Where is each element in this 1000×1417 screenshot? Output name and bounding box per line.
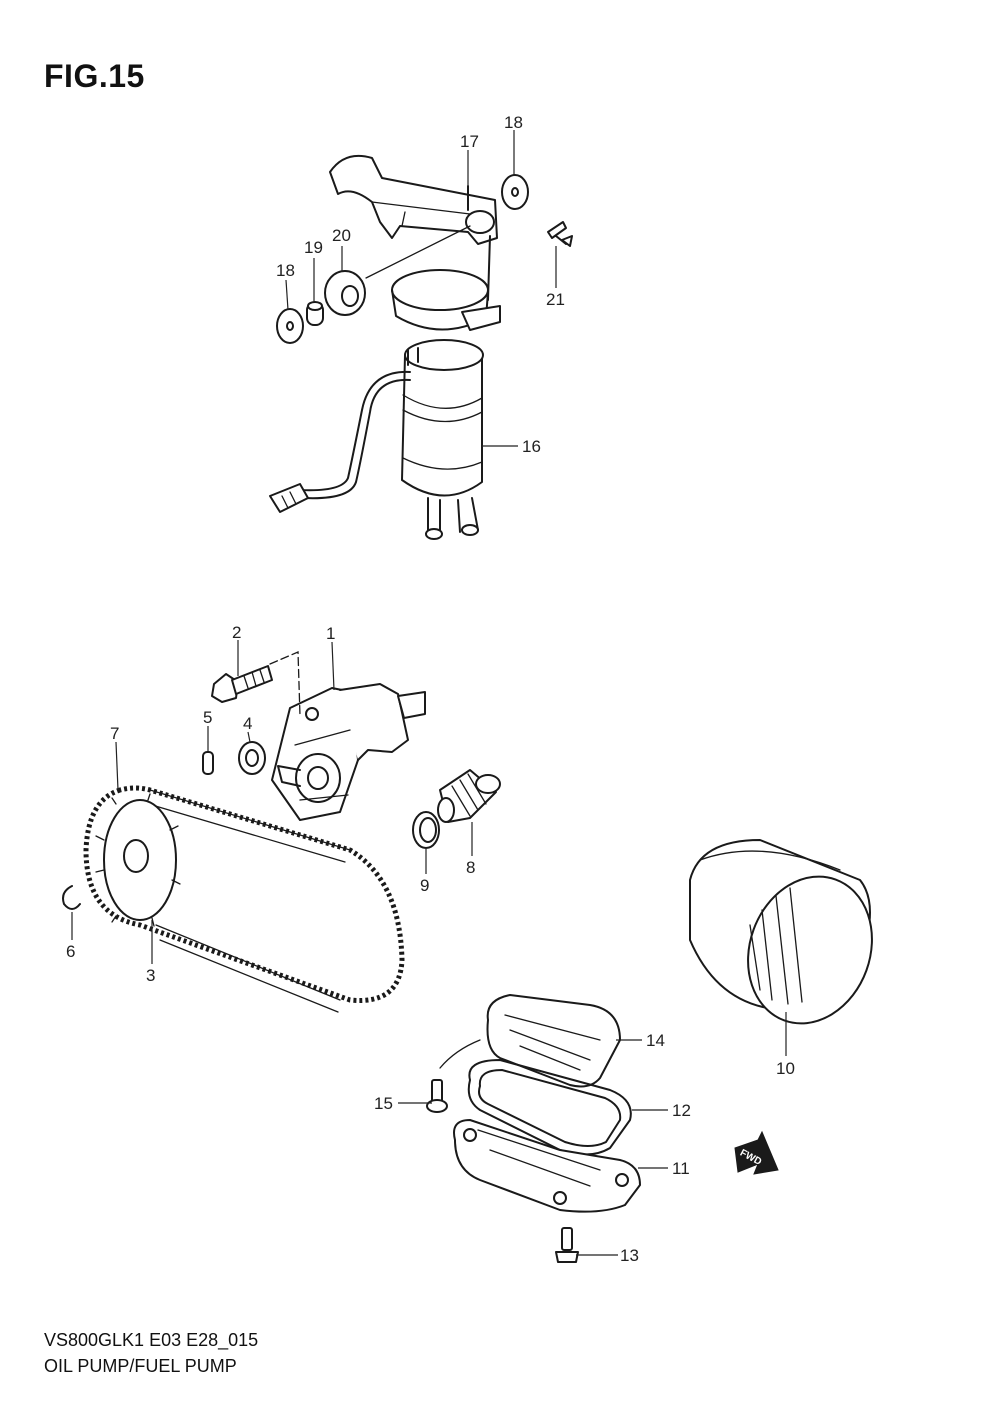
callout-6: 6: [66, 942, 75, 961]
callout-11: 11: [672, 1159, 690, 1178]
callout-19: 19: [304, 238, 323, 257]
bolt-part-21: [547, 221, 573, 247]
callout-18-left: 18: [276, 261, 295, 280]
grommet-part-20: [324, 270, 366, 316]
bolt-part-15: [426, 1079, 448, 1113]
callout-7: 7: [110, 724, 119, 743]
oil-pump-part-1: [271, 683, 426, 821]
callout-20: 20: [332, 226, 351, 245]
callout-leaders: [71, 130, 787, 1256]
circlip-part-6: [62, 885, 81, 910]
assembly-line-bracket: [365, 225, 471, 279]
gasket-part-12: [467, 1059, 632, 1156]
fwd-arrow-icon: FWD: [734, 1130, 779, 1175]
fuel-pump-part-16: [401, 339, 484, 540]
callout-18-top: 18: [504, 113, 523, 132]
callout-13: 13: [620, 1246, 639, 1265]
washer-part-18: [501, 174, 529, 210]
callout-8: 8: [466, 858, 475, 877]
callout-2: 2: [232, 623, 241, 642]
callout-5: 5: [203, 708, 212, 727]
oil-pan-part-11: [453, 1119, 641, 1213]
oil-pump-drive-chain-part-7: [83, 785, 405, 1013]
washer-part-4: [238, 741, 266, 775]
oil-strainer-part-14: [486, 994, 621, 1088]
callout-14: 14: [646, 1031, 665, 1050]
assembly-line-bolt: [269, 651, 301, 717]
callout-16: 16: [522, 437, 541, 456]
oil-filter-part-10: [689, 839, 873, 1025]
callout-21: 21: [546, 290, 565, 309]
callout-17: 17: [460, 132, 479, 151]
strainer-leader-curve: [439, 1039, 481, 1069]
callout-labels: 17 18 19 20 18 21 16 1 2 5 4 7 6 3 8 9 1…: [66, 113, 795, 1265]
callout-3: 3: [146, 966, 155, 985]
bolt-part-2: [211, 665, 273, 703]
collar-part-19: [306, 301, 324, 326]
dowel-pin-part-5: [202, 751, 214, 775]
pump-clamp-band: [391, 269, 501, 331]
o-ring-part-9: [412, 811, 440, 849]
bolt-part-13: [555, 1227, 579, 1263]
sprocket-part-3: [95, 793, 181, 927]
callout-4: 4: [243, 714, 252, 733]
callout-12: 12: [672, 1101, 691, 1120]
figure-title: FIG.15: [44, 58, 145, 94]
callout-1: 1: [326, 624, 335, 643]
fuel-pump-wire-harness: [269, 370, 411, 513]
callout-10: 10: [776, 1059, 795, 1078]
fuel-pump-bracket: [329, 154, 498, 301]
relief-valve-part-8: [437, 769, 501, 823]
washer-part-18-left: [276, 308, 304, 344]
callout-15: 15: [374, 1094, 393, 1113]
callout-9: 9: [420, 876, 429, 895]
model-code: VS800GLK1 E03 E28_015: [44, 1330, 259, 1350]
figure-caption: OIL PUMP/FUEL PUMP: [44, 1356, 237, 1376]
